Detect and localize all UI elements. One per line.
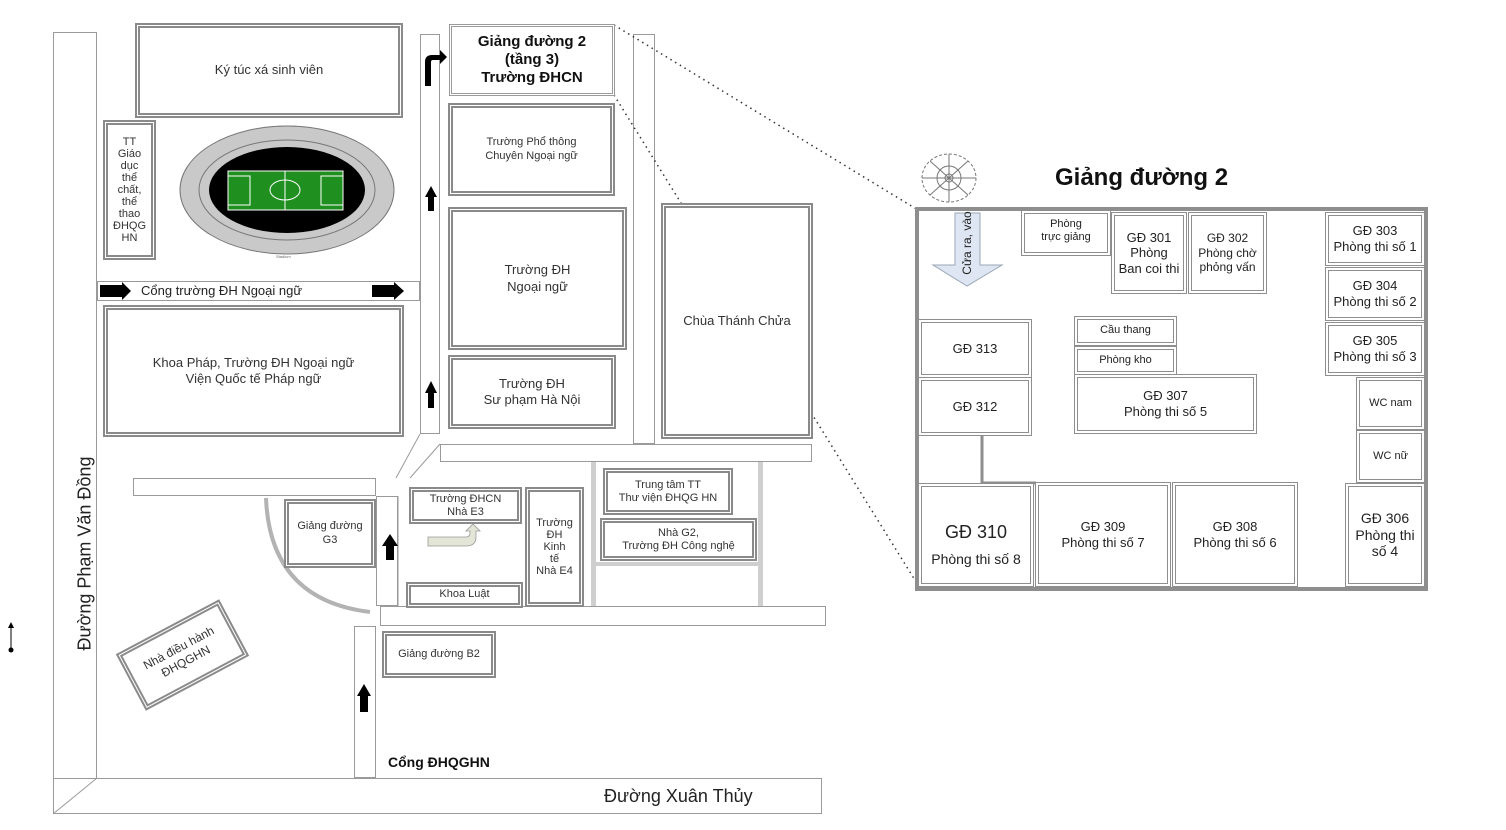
room-312: GĐ 312 <box>918 377 1032 436</box>
building-g2: Nhà G2, Trường ĐH Công nghệ <box>600 518 757 561</box>
building-sports-center: TT Giáo dục thể chất, thể thao ĐHQG HN <box>103 120 156 260</box>
room-storage: Phòng kho <box>1074 346 1177 375</box>
floor-plan-title: Giảng đường 2 <box>1055 164 1229 191</box>
building-dormitory: Ký túc xá sinh viên <box>135 23 403 118</box>
arrow-turn-icon <box>427 523 481 547</box>
building-library: Trung tâm TT Thư viện ĐHQG HN <box>603 468 733 515</box>
direction-arrows <box>100 50 447 712</box>
building-hnue: Trường ĐH Sư phạm Hà Nội <box>448 355 616 429</box>
room-313: GĐ 313 <box>918 319 1032 378</box>
building-target-lecture-hall-2: Giảng đường 2 (tầng 3) Trường ĐHCN <box>449 24 615 96</box>
building-foreign-lang-high-school: Trường Phổ thông Chuyên Ngoại ngữ <box>448 103 615 196</box>
road-divider-left <box>591 462 596 606</box>
road-label-xuan-thuy: Đường Xuân Thủy <box>604 786 753 806</box>
entrance-label: Cửa ra, vào <box>960 211 974 275</box>
road-horizontal-west <box>133 478 376 496</box>
building-e3: Trường ĐHCN Nhà E3 <box>409 487 522 524</box>
scale-dot-icon <box>8 647 14 653</box>
stadium-caption: Stadium <box>276 254 291 259</box>
room-duty: Phòng trực giảng <box>1021 210 1111 256</box>
road-xuan-thuy <box>53 778 822 814</box>
junction-line <box>395 433 421 479</box>
gate-ngoai-ngu-label: Cổng trường ĐH Ngoại ngữ <box>141 283 303 298</box>
arrow-right-icon <box>372 282 404 300</box>
building-ulis: Trường ĐH Ngoại ngữ <box>448 207 627 350</box>
building-church: Chùa Thánh Chửa <box>661 203 813 439</box>
road-divider-mid <box>596 562 758 566</box>
building-french-dept: Khoa Pháp, Trường ĐH Ngoại ngữ Viện Quốc… <box>103 305 404 437</box>
room-310: GĐ 310 Phòng thi số 8 <box>918 483 1034 587</box>
road-gate-ngoai-ngu <box>97 281 420 301</box>
room-wc-female: WC nữ <box>1356 430 1425 483</box>
corner-line <box>52 777 98 815</box>
room-wc-male: WC nam <box>1356 377 1425 430</box>
arrow-up-icon <box>382 534 398 560</box>
road-vertical-west <box>420 34 440 434</box>
scale-arrow-icon <box>8 622 14 628</box>
curved-path <box>264 497 371 614</box>
building-b2: Giảng đường B2 <box>382 631 496 678</box>
arrow-right-icon <box>100 282 131 300</box>
junction-line <box>409 443 441 479</box>
arrow-up-icon <box>425 381 437 408</box>
building-law: Khoa Luật <box>406 582 523 608</box>
room-stairs: Cầu thang <box>1074 316 1177 346</box>
arrow-up-icon <box>425 186 437 211</box>
gate-dhqghn-label: Cổng ĐHQGHN <box>388 754 490 770</box>
stadium <box>179 125 395 255</box>
road-horizontal-south <box>380 606 826 626</box>
building-g3: Giảng đường G3 <box>284 499 376 568</box>
arrow-turn-right-icon <box>425 50 447 86</box>
road-pham-van-dong <box>53 32 97 814</box>
road-horizontal-mid <box>440 444 812 462</box>
arrow-up-icon <box>357 684 371 712</box>
zoom-line-top <box>613 24 919 211</box>
road-vertical-east <box>633 34 655 444</box>
building-e4: Trường ĐH Kinh tế Nhà E4 <box>525 487 584 607</box>
road-divider-right <box>758 462 763 606</box>
